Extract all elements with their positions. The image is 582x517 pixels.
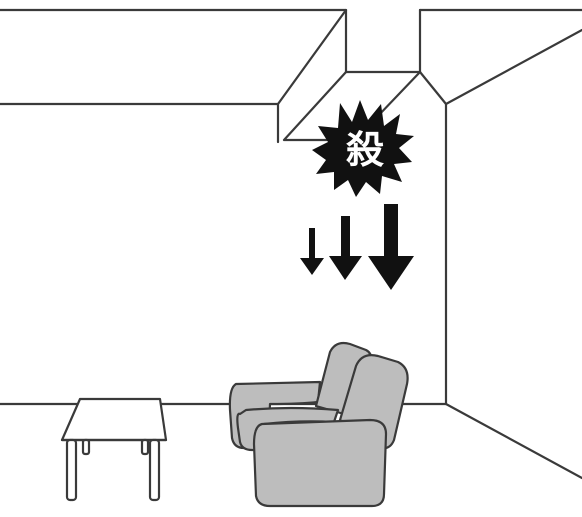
burst-kanji: 殺	[346, 128, 384, 172]
beam-inner-top	[344, 8, 422, 74]
burst-shape	[312, 100, 414, 197]
table-leg-front-left	[65, 438, 78, 502]
arrow-medium	[329, 216, 362, 280]
table-leg-front-right	[148, 438, 161, 502]
ceiling-diagonal-right	[418, 28, 582, 106]
beam-left-edge	[276, 8, 348, 144]
beam-inner-diagonal	[282, 70, 348, 142]
table-leg-back-right	[140, 438, 150, 456]
impact-burst: 殺	[312, 100, 414, 197]
arrow-small	[300, 228, 324, 275]
sofa	[228, 341, 409, 508]
table-leg-back-left	[81, 438, 91, 456]
side-table	[60, 397, 168, 502]
sofa-seat-cushion-front	[252, 418, 388, 508]
falling-arrows	[300, 204, 414, 290]
arrow-large	[368, 204, 414, 290]
table-top	[60, 397, 168, 442]
ceiling-line-left	[0, 8, 348, 74]
floor-diagonal-right	[444, 402, 582, 480]
